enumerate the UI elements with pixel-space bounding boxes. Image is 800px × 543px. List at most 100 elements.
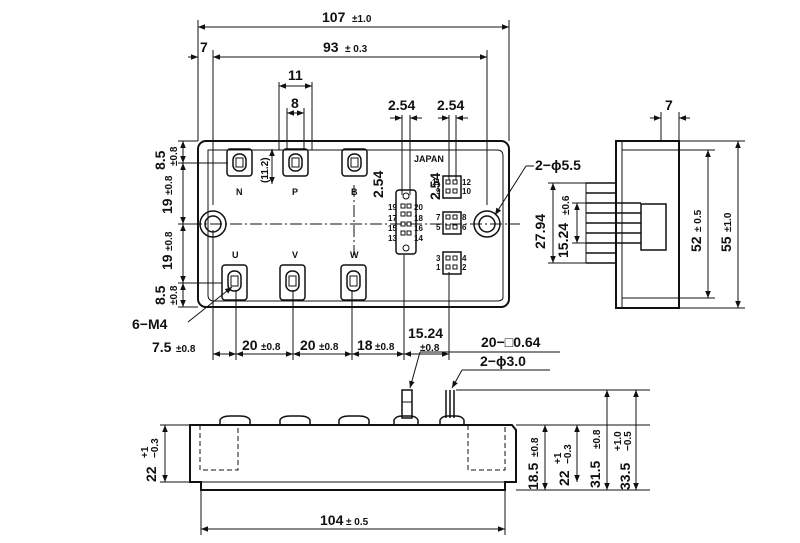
front-view: 20−□0.64 2−ϕ3.0 22 +1 −0.3 18.5 ±0.8 22 … [140,334,650,535]
side-view: 7 15.24 ±0.6 27.94 52 ± 0.5 55 ±1.0 [532,97,745,309]
terminal-v-label: V [292,250,298,260]
dim-front-r2-tol-minus: −0.3 [563,444,574,464]
dim-base-width-tol: ± 0.5 [346,517,369,528]
dim-base-width: 104 [320,512,344,528]
front-pins [401,389,455,419]
dim-front-r4-tol-minus: −0.5 [623,431,634,451]
dim-total-width-tol: ±1.0 [352,14,372,25]
signal-pin-block-right: 11 12 9 10 7 8 5 6 3 4 1 2 [432,175,471,275]
dim-row-top: 8.5 [152,150,168,170]
dim-pitch-uv-tol: ±0.8 [261,342,281,353]
mount-hole-right [473,210,501,238]
dim-row-mid1-tol: ±0.8 [164,175,175,195]
dim-pitch-uv: 20 [242,337,258,353]
dim-bottom-left: 7.5 [152,339,172,355]
dim-front-left-h-tol-minus: −0.3 [150,438,161,458]
dim-row-mid1: 19 [159,198,175,214]
dim-pin-pitch-right: 2.54 [437,97,464,113]
dim-front-r2: 22 [556,470,572,486]
dim-tab-outer: 11 [288,67,303,83]
pin-11-label: 11 [432,178,441,187]
dim-pin-round: 2−ϕ3.0 [480,353,526,369]
dim-w-to-pins: 18 [357,337,373,353]
dim-pitch-vw-tol: ±0.8 [319,342,339,353]
side-pin-housing [640,203,667,251]
dim-front-r3: 31.5 [587,461,603,488]
dim-pin-pitch-left: 2.54 [388,97,415,113]
dim-side-pin-span-tol: ±0.6 [561,195,572,215]
dim-screw-label: 6−M4 [132,316,168,332]
pin-13-label: 13 [388,234,397,243]
pin-9-label: 9 [436,187,441,196]
pin-18-label: 18 [414,214,423,223]
pin-3-label: 3 [436,254,441,263]
dim-row-top-tol: ±0.8 [169,146,180,166]
dim-front-r1-tol: ±0.8 [530,437,541,457]
dim-w-to-pins-tol: ±0.8 [375,342,395,353]
dim-row-bottom-tol: ±0.8 [169,285,180,305]
pin-17-label: 17 [388,214,397,223]
terminal-p-label: P [292,187,298,197]
dim-pin-square: 20−□0.64 [481,334,541,350]
dim-bottom-left-tol: ±0.8 [176,344,196,355]
dim-pin-pitch-vertical-right: 2.54 [427,173,443,200]
dim-tab-paren: (11.2) [260,157,271,183]
dim-row-mid2: 19 [159,254,175,270]
terminal-n: N [226,148,253,197]
front-terminals [219,415,465,425]
pin-19-label: 19 [388,203,397,212]
dim-front-r2-tol-plus: +1 [553,452,564,464]
dim-front-r3-tol: ±0.8 [592,429,603,449]
dim-row-bottom: 8.5 [152,285,168,305]
terminal-u-label: U [232,250,239,260]
pin-14-label: 14 [414,234,423,243]
dim-side-pin-span: 15.24 [555,223,571,258]
top-view: N P B U V W [132,9,581,360]
dim-mount-hole: 2−ϕ5.5 [535,157,581,173]
terminal-w: W [340,250,367,301]
pin-7-label: 7 [436,213,441,222]
terminal-n-label: N [236,187,243,197]
dim-front-left-h-tol-plus: +1 [140,446,151,458]
terminal-b-label: B [351,187,358,197]
terminal-b: B [341,148,368,197]
dim-pin-span: 15.24 [408,325,443,341]
dim-pitch-vw: 20 [300,337,316,353]
pin-5-label: 5 [436,223,441,232]
pin-4-label: 4 [462,254,467,263]
pin-15-label: 15 [388,224,397,233]
dim-hole-pitch-tol: ± 0.3 [345,44,368,55]
pin-12-label: 12 [462,178,471,187]
japan-marking: JAPAN [414,154,444,164]
pin-1-label: 1 [436,263,441,272]
dim-side-total-tol: ±1.0 [723,212,734,232]
dim-front-r1: 18.5 [525,463,541,490]
module-inner-outline [207,149,504,302]
dim-total-width: 107 [322,9,346,25]
dim-side-top: 7 [665,97,673,113]
pin-8-label: 8 [462,213,467,222]
side-pins [585,182,641,264]
dim-front-left-h: 22 [143,466,159,482]
pin-6-label: 6 [462,223,467,232]
terminal-p: P [282,148,309,197]
dim-front-r4: 33.5 [617,463,633,490]
pin-16-label: 16 [414,224,423,233]
dim-edge-offset-top: 7 [200,39,208,55]
terminal-w-label: W [350,250,359,260]
dim-tab-inner: 8 [291,95,299,111]
dim-pin-span-tol: ±0.8 [420,343,440,354]
signal-pin-block-left: 19 20 17 18 15 16 13 14 [388,189,423,255]
side-body [615,140,680,309]
dim-front-r4-tol-plus: +1.0 [613,431,624,451]
dim-pin-pitch-vertical-left: 2.54 [370,171,386,198]
front-housing [189,424,517,491]
dim-side-height-tol: ± 0.5 [693,209,704,232]
dim-side-total: 55 [718,236,734,252]
pin-10-label: 10 [462,187,471,196]
pin-2-label: 2 [462,263,467,272]
pin-20-label: 20 [414,203,423,212]
dim-hole-pitch: 93 [323,39,339,55]
dim-side-mid: 27.94 [532,214,548,249]
